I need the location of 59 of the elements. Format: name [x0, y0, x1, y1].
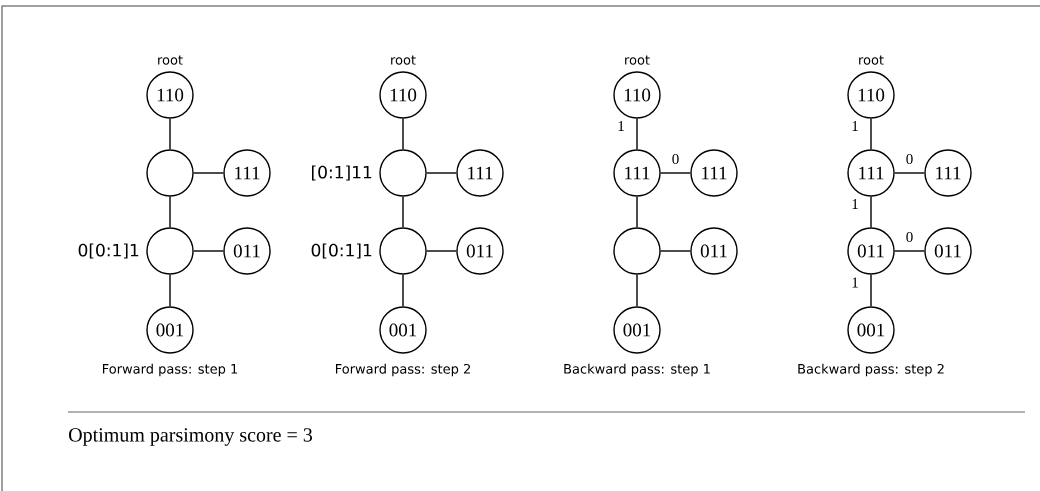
branch-line [426, 172, 457, 174]
state-label: 0[0:1]1 [311, 243, 372, 259]
tree-node: 001 [146, 306, 194, 354]
branch-line [193, 250, 224, 252]
tree-node: 110 [847, 71, 895, 119]
branch-line [870, 118, 872, 150]
edge-label: 1 [852, 199, 858, 209]
tree-node: 110 [613, 71, 661, 119]
tree-node: 111 [223, 149, 271, 197]
branch-line [636, 274, 638, 307]
tree-node: 111 [613, 149, 661, 197]
branch-line [402, 118, 404, 150]
tree-node: 011 [690, 227, 738, 275]
tree-node [146, 227, 194, 275]
edge-label: 1 [618, 121, 624, 131]
caption: Optimum parsimony score = 3 [69, 428, 313, 446]
tree-node [613, 227, 661, 275]
branch-line [660, 250, 691, 252]
edge-label: 1 [852, 277, 858, 288]
edge-label: 0 [906, 153, 913, 165]
branch-line [894, 172, 925, 174]
branch-line [660, 172, 691, 174]
branch-line [636, 118, 638, 150]
tree-node: 110 [379, 71, 427, 119]
tree-node: 001 [847, 306, 895, 354]
branch-line [169, 196, 171, 228]
edge-label: 0 [672, 153, 679, 165]
tree-node: 111 [847, 149, 895, 197]
branch-line [870, 196, 872, 228]
edge-label: 1 [852, 121, 858, 131]
tree-node [379, 149, 427, 197]
state-label: [0:1]11 [312, 165, 372, 181]
tree-node: 111 [690, 149, 738, 197]
tree-node [146, 149, 194, 197]
branch-line [894, 250, 925, 252]
tree-node: 111 [456, 149, 504, 197]
tree-node: 110 [146, 71, 194, 119]
tree-node: 111 [924, 149, 972, 197]
state-label: 0[0:1]1 [78, 243, 139, 259]
tree-node [379, 227, 427, 275]
branch-line [169, 274, 171, 307]
branch-line [193, 172, 224, 174]
edge-label: 0 [906, 231, 913, 243]
tree-node: 011 [456, 227, 504, 275]
branch-line [870, 274, 872, 307]
branch-line [169, 118, 171, 150]
branch-line [402, 196, 404, 228]
root-label: root [625, 55, 650, 65]
tree-node: 011 [223, 227, 271, 275]
tree-node: 011 [924, 227, 972, 275]
branch-line [426, 250, 457, 252]
branch-line [402, 274, 404, 307]
tree-node: 001 [379, 306, 427, 354]
root-label: root [859, 55, 884, 65]
tree-node: 011 [847, 227, 895, 275]
root-label: root [391, 55, 416, 65]
tree-node: 001 [613, 306, 661, 354]
branch-line [636, 196, 638, 228]
root-label: root [158, 55, 183, 65]
